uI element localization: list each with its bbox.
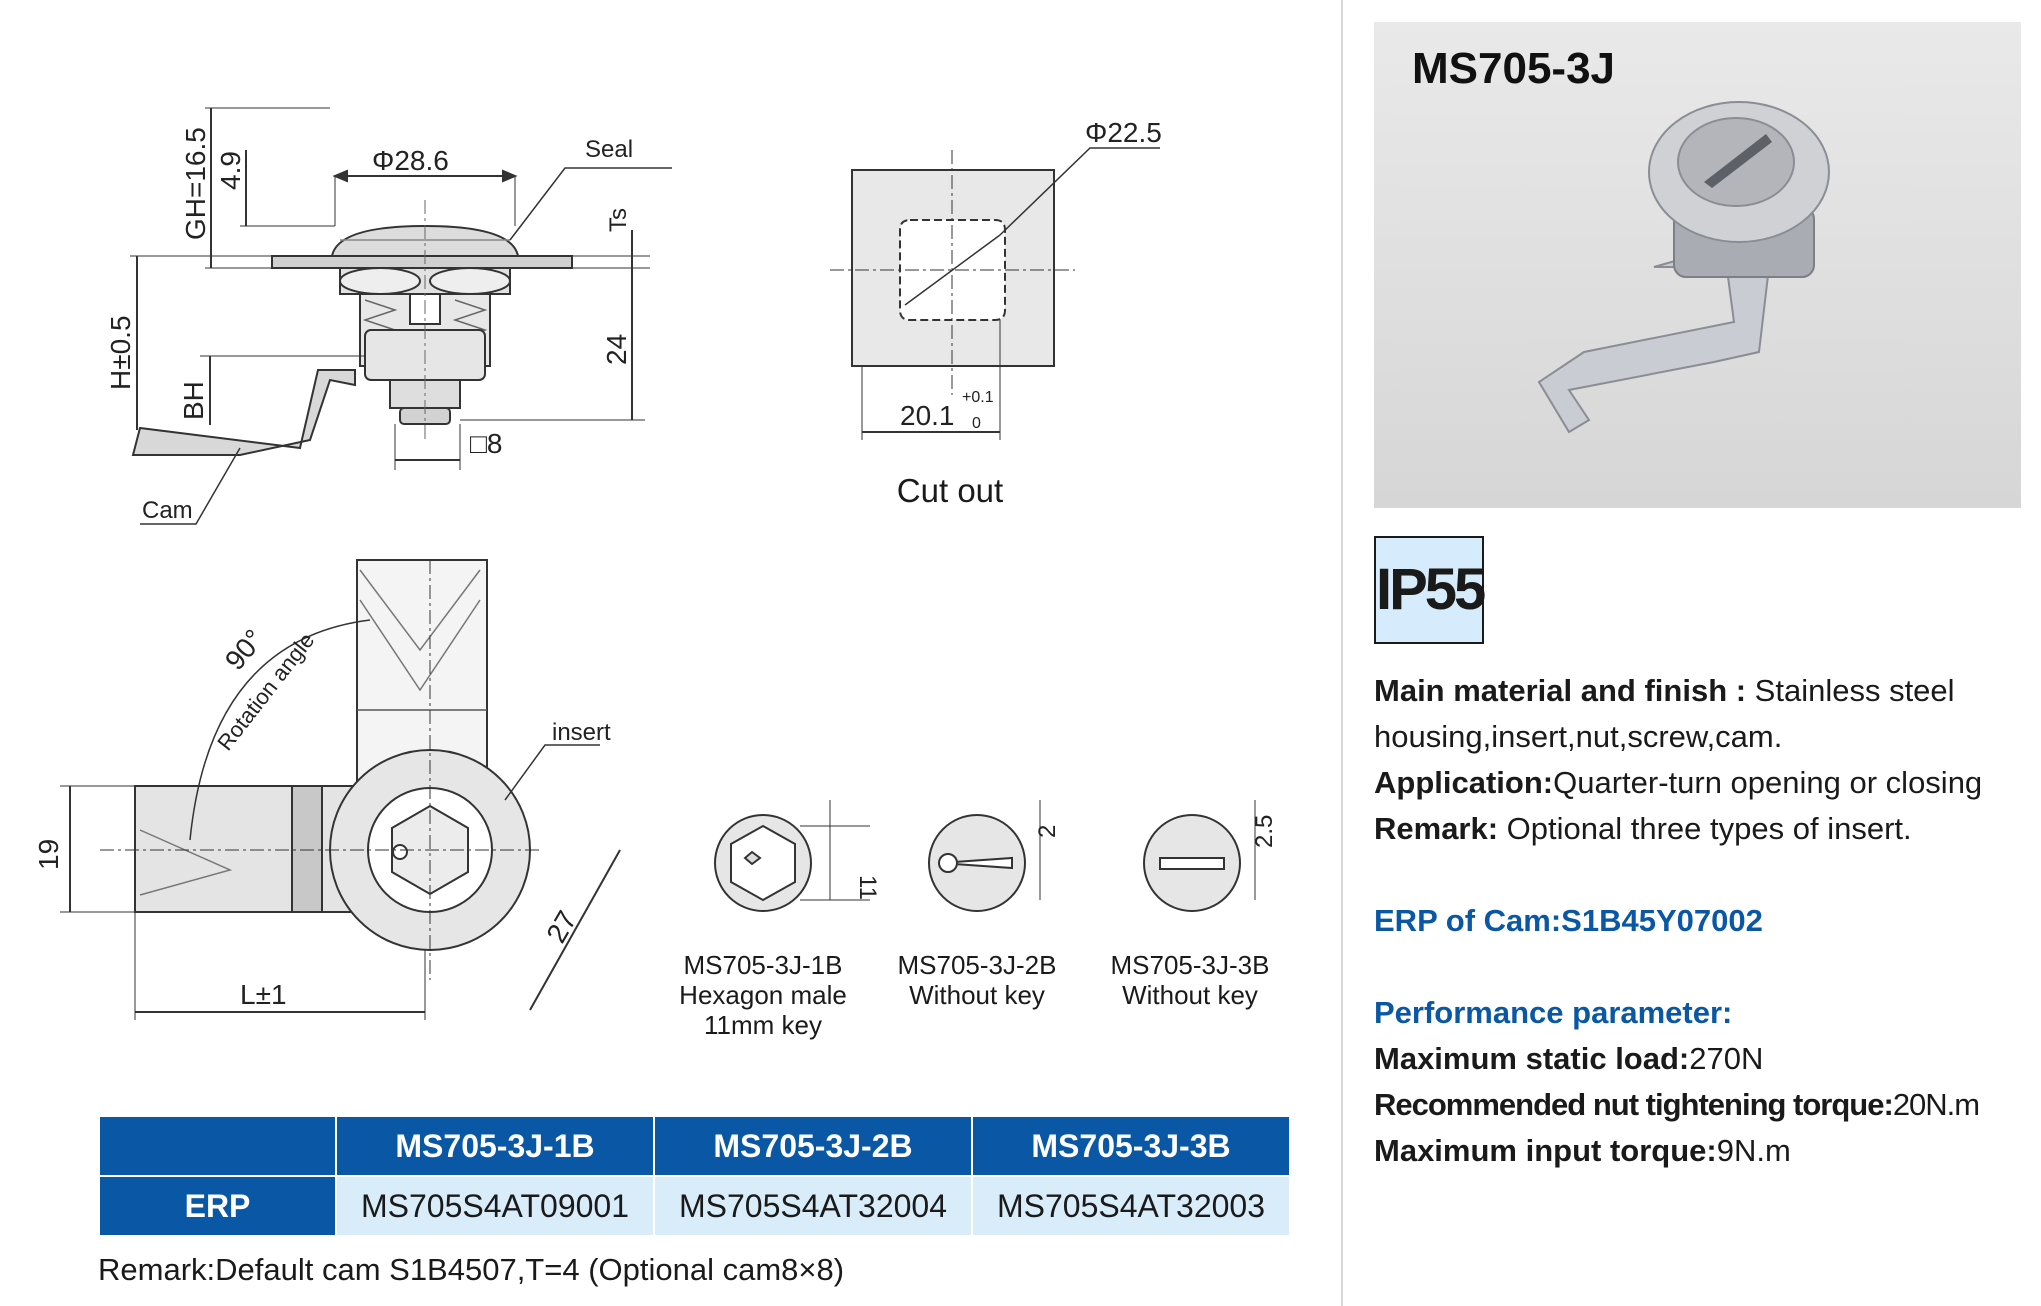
spec-list: Main material and finish : Stainless ste…: [1374, 668, 2034, 1174]
product-photo: MS705-3J: [1374, 22, 2021, 508]
variant-name: MS705-3J-1B: [683, 950, 843, 980]
spec-value: 9N.m: [1716, 1133, 1791, 1168]
label-bh: BH: [178, 381, 209, 420]
erp-table: MS705-3J-1B MS705-3J-2B MS705-3J-3B ERP …: [98, 1115, 1291, 1237]
variant-caption-1b: MS705-3J-1B Hexagon male 11mm key: [643, 950, 883, 1040]
spec-remark: Remark: Optional three types of insert.: [1374, 806, 2034, 852]
top-view: [60, 559, 621, 1020]
label-dia-head: Φ28.6: [372, 145, 449, 176]
variant-caption-3b: MS705-3J-3B Without key: [1070, 950, 1310, 1010]
table-header: MS705-3J-1B: [335, 1115, 655, 1177]
variant-desc: Without key: [1122, 980, 1258, 1010]
variant-desc: Hexagon male: [679, 980, 847, 1010]
table-row: ERP MS705S4AT09001 MS705S4AT32004 MS705S…: [98, 1175, 1291, 1237]
table-cell: MS705S4AT32004: [653, 1175, 973, 1237]
spec-nut-torque: Recommended nut tightening torque:20N.m: [1374, 1082, 2034, 1128]
label-cam: Cam: [142, 497, 193, 524]
table-header: MS705-3J-2B: [653, 1115, 973, 1177]
insert-variants: [714, 800, 1256, 912]
label-gh: GH=16.5: [180, 127, 211, 240]
spec-value: Optional three types of insert.: [1498, 811, 1912, 846]
remark-text: Remark:Default cam S1B4507,T=4 (Optional…: [98, 1252, 845, 1287]
label-cut-width: 20.1: [900, 400, 955, 431]
technical-drawing: Seal Cam Φ28.6 GH=16.5 4.9 H±0.5 BH Ts 2…: [33, 107, 1278, 1020]
variant-desc: Without key: [909, 980, 1045, 1010]
spec-material: Main material and finish : Stainless ste…: [1374, 668, 2034, 760]
spec-label: Main material and finish :: [1374, 673, 1747, 708]
performance-title: Performance parameter:: [1374, 995, 1733, 1030]
spec-label: Remark:: [1374, 811, 1499, 846]
lock-image: [1537, 101, 1830, 434]
label-seal: Seal: [585, 136, 633, 163]
variant-desc: 11mm key: [704, 1010, 822, 1040]
table-cell: MS705S4AT09001: [335, 1175, 655, 1237]
spec-label: Application:: [1374, 765, 1554, 800]
label-11: 11: [854, 875, 881, 900]
cutout-view: [830, 147, 1160, 440]
label-dia-cut: Φ22.5: [1085, 117, 1162, 148]
label-ts: Ts: [605, 208, 632, 232]
spec-value: 270N: [1689, 1041, 1764, 1076]
variant-caption-2b: MS705-3J-2B Without key: [857, 950, 1097, 1010]
spec-value: 20N.m: [1892, 1087, 1980, 1122]
label-2: 2: [1034, 825, 1061, 838]
label-24: 24: [601, 334, 632, 365]
ip-rating-badge: IP55: [1374, 536, 1486, 644]
side-view: [130, 107, 672, 525]
spec-value: Quarter-turn opening or closing: [1553, 765, 1983, 800]
variant-name: MS705-3J-2B: [897, 950, 1057, 980]
label-sq8: □8: [470, 428, 502, 459]
label-h: H±0.5: [105, 315, 136, 390]
label-4-9: 4.9: [215, 151, 246, 190]
erp-cam: ERP of Cam:S1B45Y07002: [1374, 903, 1763, 938]
spec-label: Recommended nut tightening torque:: [1374, 1087, 1894, 1122]
spec-label: Maximum static load:: [1374, 1041, 1690, 1076]
table-header: MS705-3J-3B: [971, 1115, 1291, 1177]
spec-label: Maximum input torque:: [1374, 1133, 1717, 1168]
table-corner: [98, 1115, 337, 1177]
variant-name: MS705-3J-3B: [1110, 950, 1270, 980]
label-19: 19: [33, 839, 64, 870]
label-tol-plus: +0.1: [962, 389, 994, 406]
spec-application: Application:Quarter-turn opening or clos…: [1374, 760, 2034, 806]
spec-static-load: Maximum static load:270N: [1374, 1036, 2034, 1082]
product-title: MS705-3J: [1412, 44, 1616, 93]
label-27: 27: [540, 906, 582, 948]
table-row-label: ERP: [98, 1175, 337, 1237]
cutout-title: Cut out: [896, 472, 1004, 509]
label-insert: insert: [552, 719, 611, 746]
label-2-5: 2.5: [1251, 815, 1278, 848]
table-cell: MS705S4AT32003: [971, 1175, 1291, 1237]
label-tol-zero: 0: [972, 415, 981, 432]
label-l: L±1: [240, 979, 287, 1010]
table-header-row: MS705-3J-1B MS705-3J-2B MS705-3J-3B: [98, 1115, 1291, 1177]
divider: [1341, 0, 1343, 1306]
label-angle: 90°: [219, 623, 270, 675]
spec-input-torque: Maximum input torque:9N.m: [1374, 1128, 2034, 1174]
spec-value: Stainless steel housing,insert,nut,screw…: [1374, 673, 1955, 754]
